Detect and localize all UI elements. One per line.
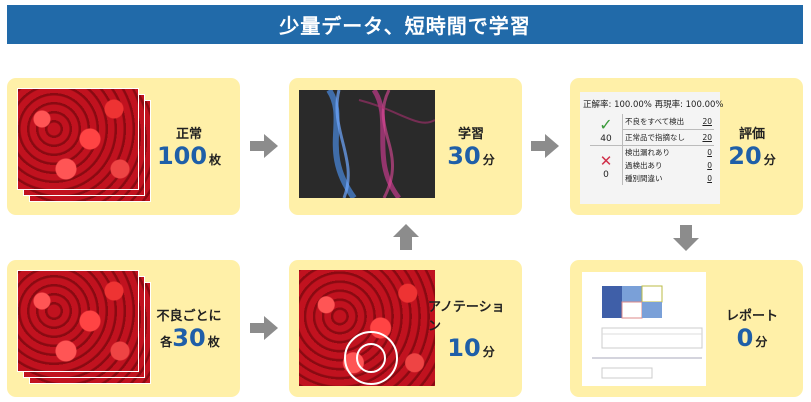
step-title: 不良ごとに: [156, 309, 222, 324]
step-unit: 枚: [207, 335, 220, 349]
result-value-link[interactable]: 0: [707, 161, 712, 170]
evaluation-panel: 正解率: 100.00% 再現率: 100.00% ✓ 40 不良をすべて検出 …: [580, 92, 724, 204]
result-value-link[interactable]: 0: [707, 174, 712, 183]
result-value-link[interactable]: 20: [702, 132, 712, 142]
step-title: 評価: [738, 127, 765, 142]
result-label: 過検出あり: [625, 161, 663, 170]
arrow-right-icon: [531, 134, 559, 158]
arrow-right-icon: [250, 134, 278, 158]
result-value-link[interactable]: 20: [702, 116, 712, 126]
step-title: 学習: [457, 127, 484, 142]
result-label: 検出漏れあり: [625, 148, 670, 157]
arrow-up-icon: [393, 224, 419, 250]
strawberry-image: [17, 88, 139, 190]
report-thumbnail: [582, 272, 706, 386]
wrong-count: 0: [603, 169, 609, 180]
result-label: 不良をすべて検出: [625, 116, 685, 126]
step-count: 10: [447, 333, 481, 362]
check-icon: ✓: [599, 115, 613, 134]
result-label: 正常品で指摘なし: [625, 132, 685, 142]
result-value-link[interactable]: 0: [707, 148, 712, 157]
step-title: アノテーション: [428, 299, 505, 334]
arrow-right-icon: [250, 316, 278, 340]
arrow-down-icon: [673, 225, 699, 251]
step-count: 20: [728, 142, 762, 170]
step-count: 30: [447, 142, 481, 170]
result-label: 種別間違い: [625, 174, 663, 183]
step-count: 0: [736, 324, 754, 352]
strawberry-image: [17, 270, 139, 372]
annotated-strawberry-image: [299, 270, 435, 386]
cross-icon: ✕: [599, 151, 613, 170]
learning-visualization: [299, 90, 435, 198]
step-unit: 分: [482, 153, 495, 167]
step-unit: 分: [482, 344, 495, 359]
step-unit: 分: [763, 153, 776, 167]
annotation-circle-icon: [344, 331, 398, 385]
correct-count: 40: [600, 134, 612, 144]
step-count: 100: [156, 142, 208, 170]
step-unit: 分: [755, 335, 768, 349]
step-title: 正常: [175, 127, 202, 142]
step-prefix: 各: [160, 335, 173, 349]
accuracy-header: 正解率: 100.00% 再現率: 100.00%: [583, 100, 724, 110]
step-title: レポート: [725, 309, 778, 324]
step-unit: 枚: [209, 153, 222, 167]
step-count: 30: [172, 324, 206, 352]
step-evaluation: 正解率: 100.00% 再現率: 100.00% ✓ 40 不良をすべて検出 …: [570, 78, 803, 215]
page-title: 少量データ、短時間で学習: [7, 5, 803, 44]
